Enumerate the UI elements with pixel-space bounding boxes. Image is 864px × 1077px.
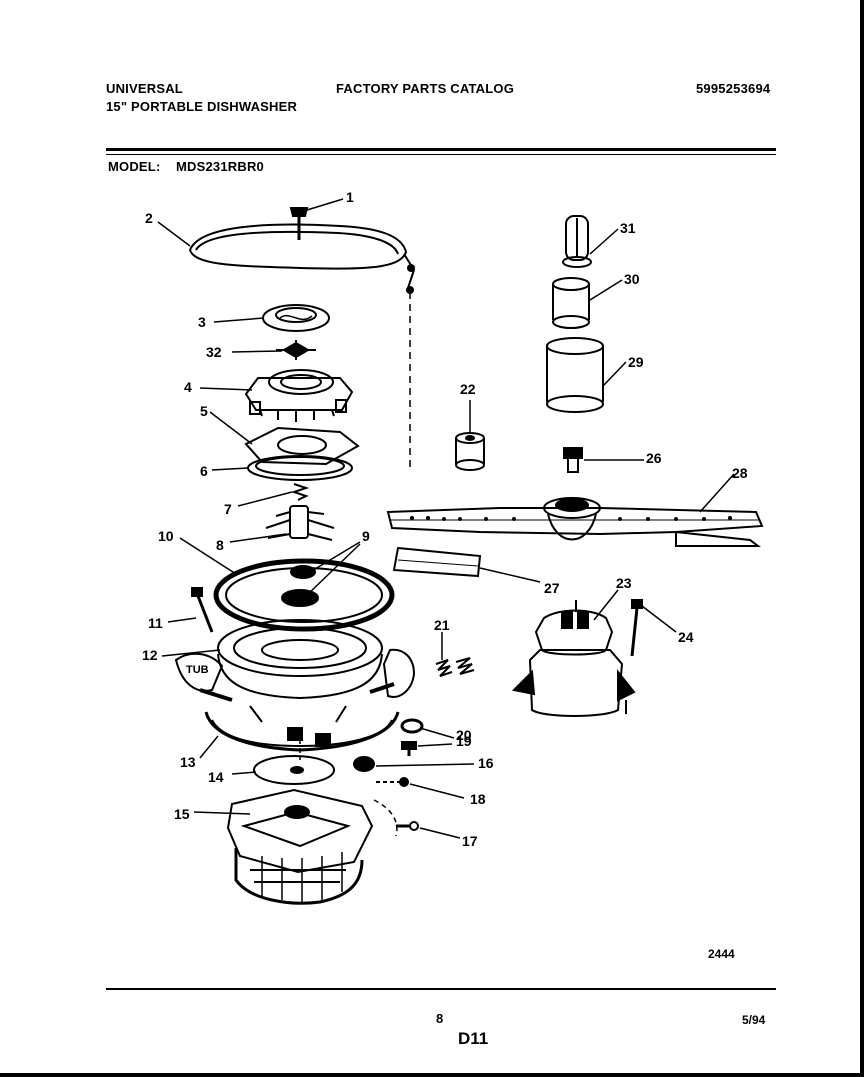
tub-label: TUB: [186, 664, 209, 676]
deflector-part: [392, 546, 482, 578]
callout-7: 7: [224, 501, 232, 517]
callout-16: 16: [478, 755, 494, 771]
callout-15: 15: [174, 806, 190, 822]
callout-21: 21: [434, 617, 450, 633]
wire-harness-part: [188, 223, 416, 294]
callout-19: 19: [456, 733, 472, 749]
callout-29: 29: [628, 354, 644, 370]
callout-1: 1: [346, 189, 354, 205]
callout-12: 12: [142, 647, 158, 663]
callout-32: 32: [206, 344, 222, 360]
impeller-part: [265, 505, 335, 541]
model-number: MDS231RBR0: [176, 159, 264, 174]
callout-30: 30: [624, 271, 640, 287]
callout-8: 8: [216, 537, 224, 553]
callout-4: 4: [184, 379, 192, 395]
callout-17: 17: [462, 833, 478, 849]
grommet-part: [353, 756, 375, 772]
housing-part: [244, 369, 354, 422]
washer-part: [400, 718, 424, 734]
callout-22: 22: [460, 381, 476, 397]
callout-14: 14: [208, 769, 224, 785]
spring-part: [290, 483, 310, 501]
callout-2: 2: [145, 210, 153, 226]
callout-27: 27: [544, 580, 560, 596]
disc-part: [253, 755, 335, 785]
spray-arm-part: [386, 497, 764, 547]
section-code: D11: [458, 1029, 489, 1048]
clip-part: [396, 821, 419, 831]
callout-26: 26: [646, 450, 662, 466]
model-label: MODEL:: [108, 159, 161, 174]
callout-3: 3: [198, 314, 206, 330]
callout-31: 31: [620, 220, 636, 236]
callout-24: 24: [678, 629, 694, 645]
callout-6: 6: [200, 463, 208, 479]
callout-28: 28: [732, 465, 748, 481]
star-seal-part: [276, 340, 316, 360]
header-rule-thin: [106, 154, 776, 155]
callout-13: 13: [180, 754, 196, 770]
callout-20: 20: [456, 727, 472, 743]
nut-part: [563, 447, 583, 473]
cap-part: [262, 304, 330, 332]
sump-part: [174, 619, 416, 702]
spacer-part: [455, 432, 485, 471]
pin-part: [376, 777, 409, 787]
drawing-number: 2444: [708, 947, 735, 961]
catalog-number: 5995253694: [696, 81, 771, 96]
catalog-title: FACTORY PARTS CATALOG: [336, 81, 515, 96]
sleeve-part: [552, 277, 590, 329]
page-number: 8: [436, 1011, 444, 1026]
small-screw-part: [401, 741, 417, 756]
sump-base-part: [204, 705, 400, 752]
callout-11: 11: [148, 615, 163, 631]
springs-part: [435, 657, 475, 677]
pump-housing-part: [511, 600, 636, 717]
cylinder-part: [546, 337, 604, 413]
callout-18: 18: [470, 791, 486, 807]
inlet-tube-part: [562, 215, 592, 268]
callout-23: 23: [616, 575, 632, 591]
long-bolt-part: [630, 599, 643, 657]
screw-part: [289, 207, 309, 240]
motor-part: [226, 788, 374, 905]
footer-rule: [106, 988, 776, 990]
brand-name: UNIVERSAL: [106, 81, 183, 96]
header-rule-thick: [106, 148, 776, 151]
product-name: 15" PORTABLE DISHWASHER: [106, 99, 298, 114]
callout-10: 10: [158, 528, 174, 544]
bolt-part: [191, 587, 214, 633]
catalog-date: 5/94: [742, 1013, 766, 1027]
callout-5: 5: [200, 403, 208, 419]
center-hub-part: [281, 565, 319, 607]
ring-seal-part: [247, 455, 353, 481]
callout-9: 9: [362, 528, 370, 544]
